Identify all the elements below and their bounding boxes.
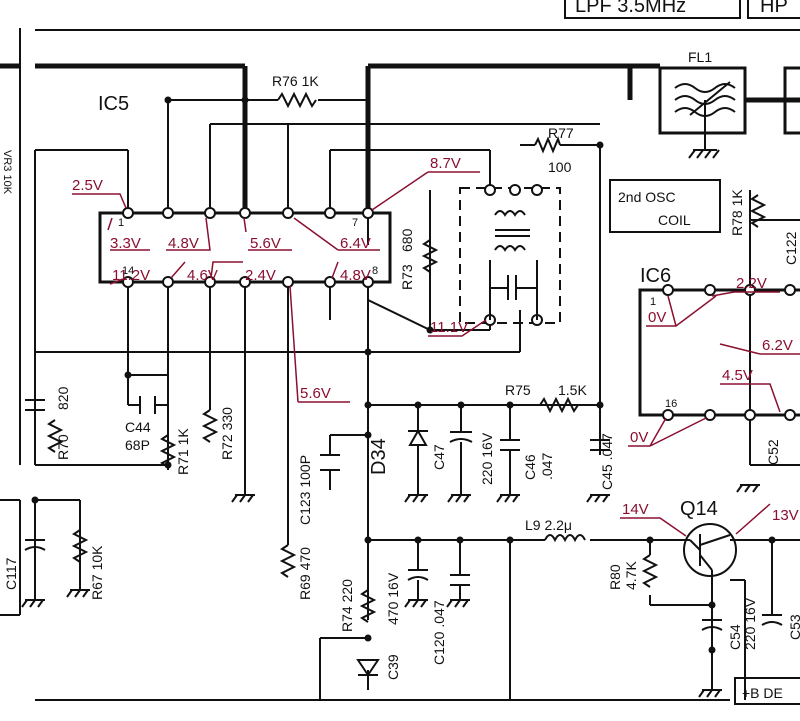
ic6-pin-1: 1 (650, 296, 656, 308)
ground-symbols (21, 484, 760, 698)
r71-label: R71 1K (175, 428, 191, 475)
voltage-4-8v-bottom: 4.8V (340, 267, 371, 284)
ic5-pin-8: 8 (372, 265, 378, 277)
voltage-13v: 13V (772, 507, 799, 524)
voltage-14v: 14V (622, 501, 649, 518)
d34-label: D34 (368, 438, 390, 475)
lpf-label: LPF 3.5MHz (575, 0, 686, 17)
voltage-2-2v: 2.2V (736, 275, 767, 292)
c46-value: .047 (539, 453, 555, 480)
c39-label: C39 (385, 654, 401, 680)
resistors (46, 91, 767, 623)
r70-label: R70 (55, 434, 71, 460)
voltage-4-5v: 4.5V (722, 367, 753, 384)
r67-label: R67 10K (89, 545, 105, 600)
b-dec-output: +B DE (734, 677, 800, 705)
junction-dots (31, 96, 776, 654)
r80-label: R80 (607, 564, 623, 590)
r77-label: R77 (548, 125, 574, 141)
transistor-q14 (683, 523, 737, 577)
voltage-3-3v: 3.3V (110, 235, 141, 252)
voltage-0v-top: 0V (648, 309, 666, 326)
c117-label: C117 (3, 557, 19, 590)
ic5-label: IC5 (98, 93, 129, 115)
voltage-5-6v-bottom: 5.6V (300, 385, 331, 402)
voltage-6-2v: 6.2V (762, 337, 793, 354)
r75-label: R75 (505, 382, 531, 398)
ic6-pin-16: 16 (665, 398, 677, 410)
voltage-2-4v: 2.4V (245, 267, 276, 284)
voltage-4-8v-top: 4.8V (168, 235, 199, 252)
r76-label: R76 1K (272, 73, 319, 89)
c39-value: 470 16V (385, 572, 401, 625)
osc-label-line2: COIL (658, 212, 691, 228)
ic5-package: 1 7 14 8 IC5 (98, 93, 392, 288)
bus-lines (34, 63, 800, 701)
r74-label: R74 220 (339, 579, 355, 632)
capacitors (24, 396, 783, 631)
c47-label: C47 (431, 444, 447, 470)
c54-label: C54 (727, 624, 743, 650)
ic6-package: 1 16 IC6 (638, 265, 800, 421)
q14-label: Q14 (680, 498, 718, 520)
voltage-0v-bottom: 0V (630, 429, 648, 446)
fl1-filter: FL1 (658, 49, 800, 159)
ic5-pin-1: 1 (118, 217, 124, 229)
diodes (356, 405, 428, 677)
fl1-label: FL1 (688, 49, 712, 65)
c52-label: C52 (765, 439, 781, 465)
c53-label: C53 (787, 614, 800, 640)
l9-label: L9 2.2μ (525, 517, 572, 533)
hp-label: HP (760, 0, 788, 17)
ic5-pin-7: 7 (352, 217, 358, 229)
osc-coil-label-box: 2nd OSC COIL (609, 179, 721, 233)
c44-value: 68P (125, 437, 150, 453)
c47-value: 220 16V (479, 432, 495, 485)
voltage-2-5v: 2.5V (72, 177, 103, 194)
ic6-label: IC6 (640, 265, 671, 287)
voltage-6-4v: 6.4V (340, 235, 371, 252)
c46-label: C46 (522, 454, 538, 480)
voltage-8-7v: 8.7V (430, 155, 461, 172)
r75-value: 1.5K (558, 382, 587, 398)
voltage-4-6v: 4.6V (187, 267, 218, 284)
voltage-11-1v: 11.1V (430, 319, 468, 336)
r73-value: 680 (399, 228, 415, 252)
c45-label: C45 .047 (599, 433, 615, 490)
c122-label: C122 (783, 231, 799, 265)
r73-label: R73 (399, 264, 415, 290)
osc-coil (459, 184, 561, 326)
r70-value: 820 (55, 386, 71, 410)
r72-label: R72 330 (219, 407, 235, 460)
c123-label: C123 100P (297, 455, 313, 525)
vr3-label: VR3 10K (1, 150, 13, 195)
c54-value: 220 16V (742, 597, 758, 650)
r80-value: 4.7K (623, 561, 639, 590)
b-dec-label: +B DE (742, 685, 783, 701)
voltage-5-6v-top: 5.6V (250, 235, 281, 252)
left-border: VR3 10K (0, 28, 21, 616)
osc-label-line1: 2nd OSC (618, 189, 676, 205)
header-labels: LPF 3.5MHz HP (35, 0, 800, 31)
r69-label: R69 470 (297, 547, 313, 600)
c44-label: C44 (125, 419, 151, 435)
inductor-l9 (544, 534, 586, 543)
c120-label: C120 .047 (431, 600, 447, 665)
r78-label: R78 1K (729, 189, 745, 236)
component-labels: R76 1K R77 100 R73 680 R75 1.5K R70 820 … (3, 73, 800, 680)
voltage-annotations: 2.5V 3.3V 4.8V 5.6V 6.4V 8.7V 11.2V 4.6V… (72, 155, 800, 537)
r77-value: 100 (548, 159, 572, 175)
ic5-pin-14: 14 (122, 265, 134, 277)
